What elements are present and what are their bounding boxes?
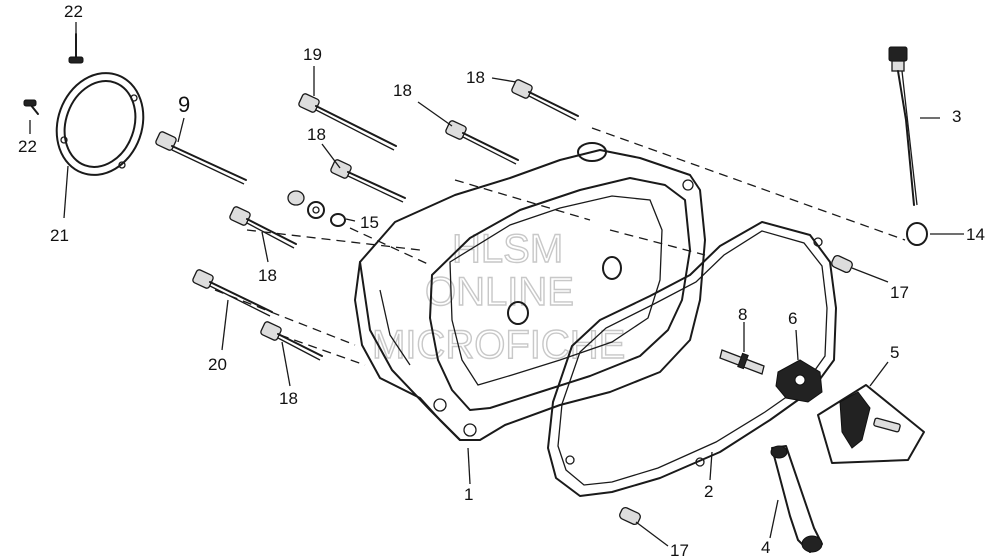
part-4-lever xyxy=(770,445,823,553)
part-3-dipstick xyxy=(888,46,918,206)
part-14-o-ring xyxy=(906,222,928,246)
callout-1: 1 xyxy=(464,485,473,504)
callout-9: 9 xyxy=(178,92,190,117)
part-15-washers xyxy=(287,190,346,227)
part-5-assembly xyxy=(817,384,925,464)
callout-17-bottom: 17 xyxy=(670,541,689,559)
bolts xyxy=(155,79,579,361)
callout-5: 5 xyxy=(890,343,899,362)
bolt-18-a xyxy=(445,120,519,165)
part-22-screws xyxy=(23,33,84,115)
callout-14: 14 xyxy=(966,225,985,244)
callout-18-b: 18 xyxy=(307,125,326,144)
part-6-arm xyxy=(775,359,823,403)
callout-18-top: 18 xyxy=(466,68,485,87)
callout-21: 21 xyxy=(50,226,69,245)
bolt-18-b xyxy=(330,159,406,203)
watermark: HLSM ONLINE MICROFICHE xyxy=(371,226,626,367)
watermark-line-1: HLSM xyxy=(452,227,563,271)
callout-15: 15 xyxy=(360,213,379,232)
callout-22-top: 22 xyxy=(64,2,83,21)
callout-8: 8 xyxy=(738,305,747,324)
bolt-18-top xyxy=(511,79,579,121)
callout-20: 20 xyxy=(208,355,227,374)
part-1-crankcase-cover xyxy=(354,142,706,441)
part-8-shaft xyxy=(719,349,765,375)
bolt-18-d xyxy=(260,321,323,361)
callout-4: 4 xyxy=(761,538,770,557)
leader-lines xyxy=(29,22,964,547)
callout-18-a: 18 xyxy=(393,81,412,100)
watermark-line-2: ONLINE xyxy=(425,270,574,314)
callout-19: 19 xyxy=(303,45,322,64)
bolt-20 xyxy=(192,269,273,317)
callout-2: 2 xyxy=(704,482,713,501)
bolt-18-c xyxy=(229,206,297,249)
part-17-dowels xyxy=(619,255,853,525)
bolt-19 xyxy=(298,93,397,151)
part-21-ring-cover xyxy=(55,72,145,176)
callout-6: 6 xyxy=(788,309,797,328)
callout-22-left: 22 xyxy=(18,137,37,156)
bolt-9 xyxy=(155,131,247,185)
callout-3: 3 xyxy=(952,107,961,126)
callout-18-d: 18 xyxy=(279,389,298,408)
watermark-line-3: MICROFICHE xyxy=(372,323,625,367)
part-2-gasket xyxy=(547,221,837,497)
callout-labels: 22 22 21 9 19 18 18 18 15 18 20 18 1 2 3… xyxy=(18,2,985,559)
callout-18-c: 18 xyxy=(258,266,277,285)
callout-17-right: 17 xyxy=(890,283,909,302)
